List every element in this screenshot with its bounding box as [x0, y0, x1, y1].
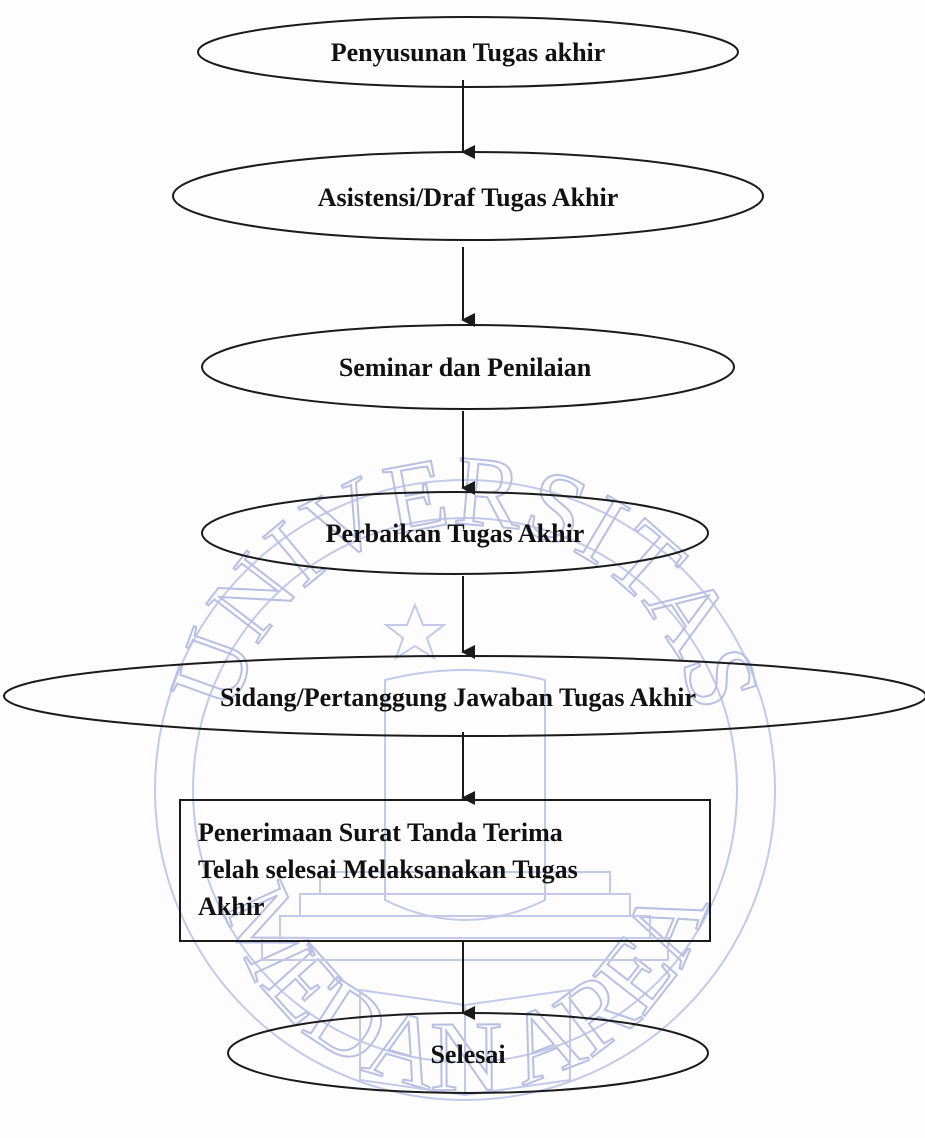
watermark-steps-icon [261, 871, 669, 961]
watermark-top-text: UNIVERSITAS [148, 434, 782, 721]
node-label: Asistensi/Draf Tugas Akhir [318, 183, 619, 212]
node-sidang: Sidang/Pertanggung Jawaban Tugas Akhir [3, 655, 925, 737]
node-label: Selesai [430, 1040, 505, 1069]
node-label: Perbaikan Tugas Akhir [326, 519, 585, 548]
node-asistensi-draf: Asistensi/Draf Tugas Akhir [172, 151, 764, 241]
node-perbaikan: Perbaikan Tugas Akhir [201, 491, 709, 575]
node-label-line-2: Telah selesai Melaksanakan Tugas [198, 855, 578, 884]
watermark-star-icon [383, 602, 447, 661]
node-label-line-1: Penerimaan Surat Tanda Terima [198, 818, 563, 847]
node-label: Sidang/Pertanggung Jawaban Tugas Akhir [220, 683, 696, 712]
node-seminar-penilaian: Seminar dan Penilaian [201, 324, 735, 410]
watermark-book-icon [359, 988, 571, 1097]
node-label: Seminar dan Penilaian [339, 353, 592, 382]
node-penerimaan-surat: Penerimaan Surat Tanda Terima Telah sele… [179, 799, 711, 942]
watermark-shield-icon [384, 669, 546, 921]
node-label-line-3: Akhir [198, 892, 264, 921]
node-label: Penyusunan Tugas akhir [331, 38, 606, 67]
node-selesai: Selesai [227, 1012, 709, 1094]
node-penyusunan-tugas-akhir: Penyusunan Tugas akhir [197, 16, 739, 88]
